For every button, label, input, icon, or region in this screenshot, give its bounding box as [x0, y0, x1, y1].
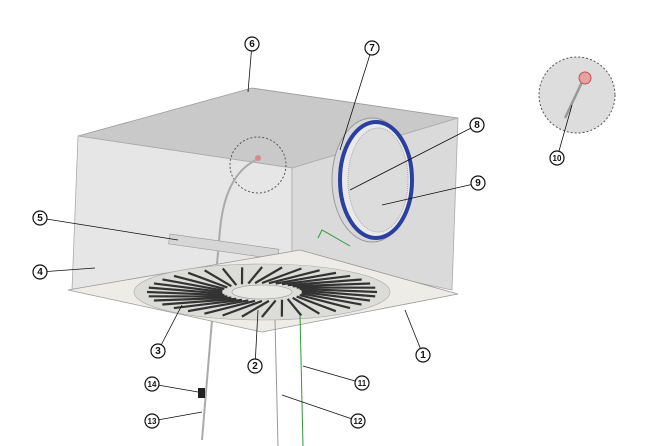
diffuser-slot [299, 287, 378, 294]
diffuser-slot [301, 289, 376, 298]
callout-13: 13 [144, 413, 160, 429]
leader-line [39, 267, 96, 273]
diffuser-slot [296, 295, 337, 313]
callout-10: 10 [549, 150, 565, 166]
callout-8: 8 [469, 117, 485, 133]
callout-3: 3 [150, 343, 166, 359]
callout-5: 5 [32, 210, 48, 226]
diffuser-slot [247, 266, 263, 285]
diffuser-slot [268, 269, 320, 285]
callout-6: 6 [244, 36, 260, 52]
diffuser-slot [241, 299, 270, 318]
sensor-tube [201, 159, 257, 441]
diffuser-slot [261, 267, 302, 285]
callout-number: 12 [354, 417, 363, 426]
diffuser-slot [287, 278, 362, 287]
callout-1: 1 [415, 347, 431, 363]
diffuser-slot [281, 274, 351, 286]
leader-line [349, 124, 478, 191]
diffuser-slot [148, 286, 223, 295]
leader-line [404, 309, 424, 356]
detail-inset [538, 56, 616, 134]
callout-number: 2 [252, 361, 258, 372]
diffuser-slot [301, 292, 362, 306]
callout-number: 11 [358, 379, 367, 388]
callout-9: 9 [470, 175, 486, 191]
diffuser-slot [204, 299, 256, 315]
leader-line [157, 304, 183, 352]
diffuser-slot [275, 271, 337, 285]
diffuser-slot [153, 296, 232, 302]
duct-spigot [331, 117, 414, 243]
leader-line [339, 47, 373, 151]
callout-number: 9 [475, 178, 481, 189]
diffuser-slot [173, 298, 243, 310]
callout-number: 8 [474, 120, 480, 131]
leader-line [151, 411, 203, 422]
callout-number: 3 [155, 346, 161, 357]
diffuser-slot [221, 267, 238, 286]
diffuser-slot [254, 266, 283, 285]
callout-number: 6 [249, 39, 255, 50]
diffuser-slot [146, 290, 225, 297]
diffuser-slot [222, 299, 263, 317]
leader-line [302, 365, 363, 384]
leader-line [556, 104, 573, 159]
diffuser-slot [204, 269, 232, 288]
leader-line [247, 43, 253, 93]
callout-number: 5 [37, 213, 43, 224]
diffuser-slot [153, 282, 223, 294]
diffuser-slot [292, 296, 320, 315]
diffuser-slot [261, 299, 277, 318]
tube-clamp [198, 388, 205, 398]
leader-line [254, 309, 259, 367]
callout-number: 7 [369, 43, 375, 54]
callout-14: 14 [144, 376, 160, 392]
leader-line [39, 217, 179, 241]
callout-7: 7 [364, 40, 380, 56]
diffuser-slot [173, 274, 225, 290]
diffuser-slot [187, 299, 249, 313]
callout-number: 13 [148, 417, 157, 426]
diffuser-slot [162, 297, 237, 306]
callout-number: 4 [37, 267, 43, 278]
callout-number: 1 [420, 350, 426, 361]
diffuser-slot [187, 271, 228, 289]
callout-number: 14 [148, 380, 157, 389]
callout-2: 2 [247, 358, 263, 374]
callout-11: 11 [354, 375, 370, 391]
inspection-detail-circle [229, 136, 287, 194]
diffuser-slot [286, 298, 303, 317]
wires [274, 229, 351, 446]
leader-line [151, 383, 199, 393]
diffuser-slot [301, 290, 371, 302]
swirl-diffuser-plate [67, 249, 459, 333]
callout-number: 10 [553, 154, 562, 163]
leader-line [281, 394, 359, 422]
leader-line [381, 182, 479, 206]
callout-4: 4 [32, 264, 48, 280]
diffuser-slot [292, 282, 371, 288]
callout-12: 12 [350, 413, 366, 429]
diffuser-slot [162, 278, 223, 292]
diffuser-slot [299, 294, 351, 310]
